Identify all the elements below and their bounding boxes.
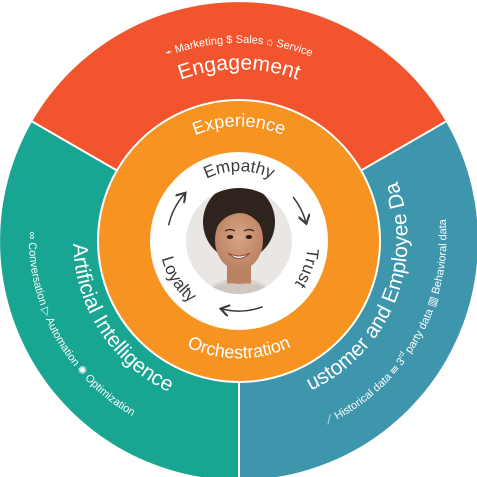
dollar-bag-icon: $ — [226, 34, 236, 46]
portrait-image — [186, 188, 292, 294]
sales-label: Sales — [236, 34, 265, 48]
cycle-arrows — [167, 194, 306, 311]
arrow-trust-to-loyalty — [222, 307, 263, 311]
line-chart-icon: ⟋ — [323, 412, 338, 427]
arrow-loyalty-to-empathy — [167, 194, 185, 226]
bar-chart-icon: ▥ — [426, 292, 442, 308]
chat-bubbles-icon: ∞ — [26, 232, 38, 243]
service-bell-icon: ⌂ — [266, 36, 278, 49]
arrow-empathy-to-trust — [292, 196, 306, 222]
third-party-superscript: rd — [397, 350, 406, 359]
play-triangle-icon: ▷ — [39, 306, 54, 321]
megaphone-icon: ⌁ — [164, 45, 177, 60]
